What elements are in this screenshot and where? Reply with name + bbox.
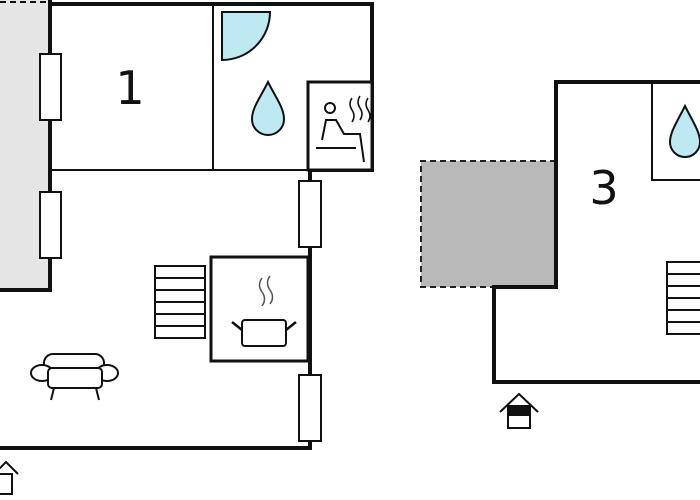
water-drop-icon	[250, 79, 286, 136]
stairs-icon	[666, 261, 700, 335]
stove-icon	[209, 255, 310, 363]
shower-icon	[221, 11, 272, 62]
sofa-icon	[30, 353, 119, 401]
room-number-1: 1	[115, 61, 144, 115]
window	[298, 180, 322, 248]
entrance-icon	[499, 392, 539, 429]
terrace-area	[420, 160, 556, 288]
right-unit: 3	[420, 80, 700, 429]
window	[39, 53, 62, 121]
bathroom-partition	[651, 82, 700, 181]
window	[39, 191, 62, 259]
entrance-icon	[0, 460, 19, 495]
window	[298, 374, 322, 442]
stairs-icon	[154, 265, 206, 339]
left-unit: 1	[0, 0, 374, 495]
room-number-3: 3	[589, 161, 618, 215]
right-unit-walls	[492, 80, 700, 384]
sauna-icon	[306, 80, 374, 172]
water-drop-icon	[668, 103, 700, 158]
